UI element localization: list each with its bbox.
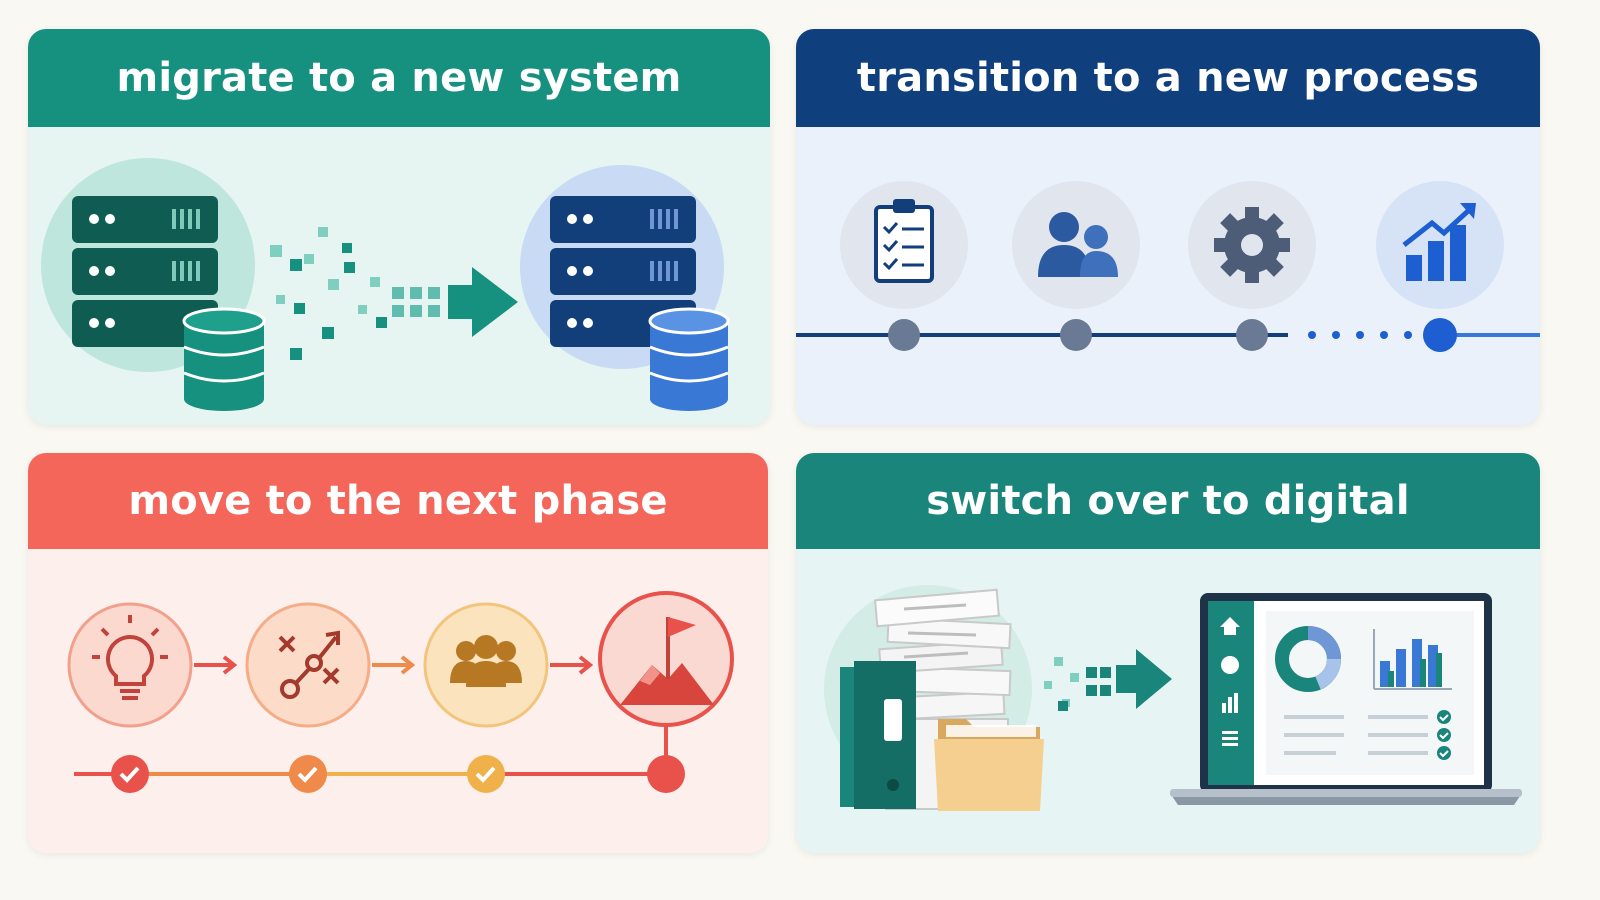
card-transition-header: transition to a new process	[796, 29, 1540, 127]
laptop-dashboard-icon	[1170, 593, 1522, 805]
card-switch-title: switch over to digital	[926, 478, 1410, 524]
card-switch-header: switch over to digital	[796, 453, 1540, 549]
team-icon	[1012, 181, 1140, 309]
source-server-icon	[41, 158, 255, 372]
card-move-body	[28, 549, 768, 853]
card-transition-body	[796, 127, 1540, 425]
clipboard-checklist-icon	[840, 181, 968, 309]
card-migrate-title: migrate to a new system	[116, 55, 682, 101]
check-icon	[467, 755, 505, 793]
card-transition-title: transition to a new process	[856, 55, 1480, 101]
move-illustration	[67, 591, 734, 793]
data-transfer-arrow-icon	[270, 227, 518, 360]
card-move-header: move to the next phase	[28, 453, 768, 549]
laptop-nav-icons	[1220, 617, 1240, 746]
card-switch: switch over to digital	[796, 453, 1540, 853]
target-database-icon	[648, 307, 730, 411]
gear-icon	[1188, 181, 1316, 309]
phase-track	[74, 717, 685, 793]
check-icon	[289, 755, 327, 793]
binder-icon	[840, 661, 916, 809]
transition-illustration	[796, 181, 1540, 352]
lightbulb-icon	[67, 602, 193, 728]
strategy-icon	[245, 602, 371, 728]
final-phase-marker	[647, 755, 685, 793]
card-move-title: move to the next phase	[128, 478, 668, 524]
digitize-arrow-icon	[1044, 649, 1172, 711]
folder-icon	[934, 719, 1044, 811]
card-transition: transition to a new process	[796, 29, 1540, 425]
check-icon	[111, 755, 149, 793]
card-migrate-body	[28, 127, 770, 425]
phase-arrows	[194, 655, 594, 675]
card-switch-body	[796, 549, 1540, 853]
process-timeline	[796, 318, 1540, 352]
card-move: move to the next phase	[28, 453, 768, 853]
growth-chart-icon	[1376, 181, 1504, 309]
group-icon	[423, 602, 549, 728]
source-database-icon	[182, 307, 266, 411]
migrate-illustration	[41, 158, 730, 411]
card-migrate-header: migrate to a new system	[28, 29, 770, 127]
card-migrate: migrate to a new system	[28, 29, 770, 425]
summit-flag-icon	[598, 591, 734, 727]
switch-illustration	[824, 585, 1522, 811]
